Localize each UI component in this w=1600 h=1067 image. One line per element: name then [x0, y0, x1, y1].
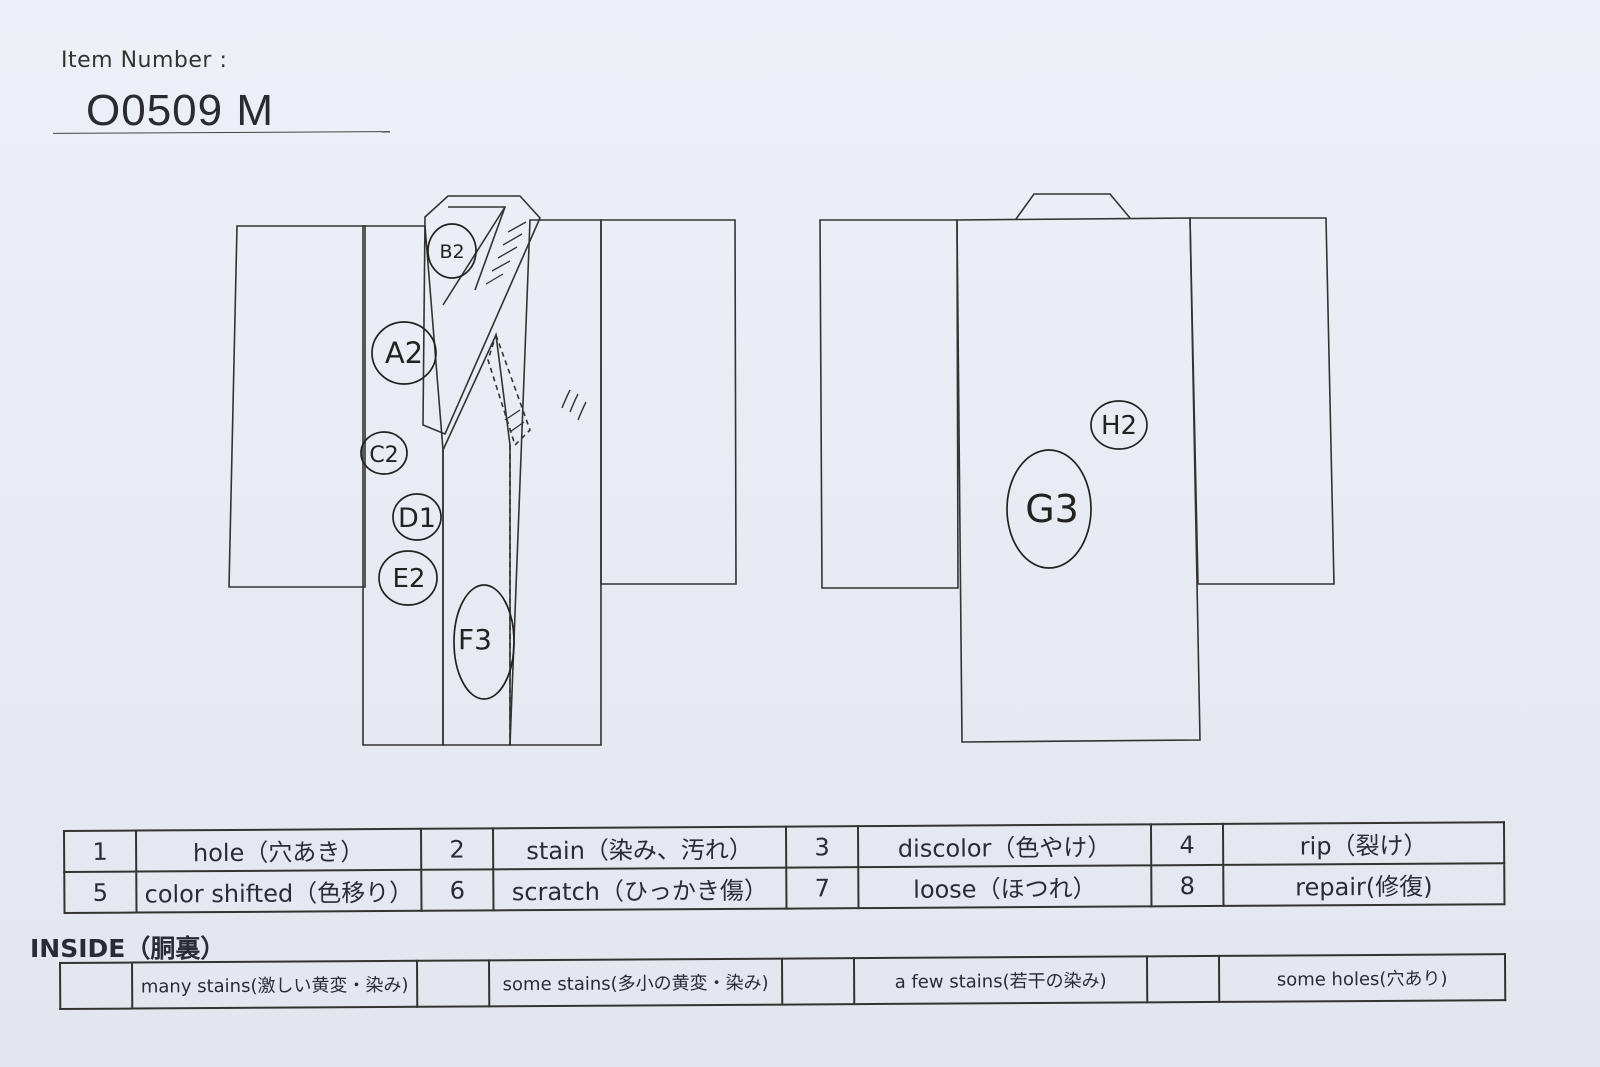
- back-left-sleeve: [819, 219, 959, 589]
- legend-number: 3: [785, 826, 859, 868]
- mark-label-front: B2: [439, 241, 464, 263]
- mark-label-front: E2: [393, 564, 426, 594]
- front-right-sleeve: [600, 219, 737, 585]
- back-view-outline: [819, 193, 1335, 743]
- inside-checkbox-cell: [1146, 955, 1220, 1003]
- mark-circle-h2: [1090, 400, 1148, 450]
- inside-checkbox-cell: [781, 958, 855, 1005]
- legend-label: stain（染み、汚れ）: [492, 826, 787, 870]
- front-left-sleeve: [228, 225, 366, 588]
- mark-circle-d1: [392, 493, 442, 541]
- mark-circle-c2: [360, 431, 408, 475]
- item-number-label: Item Number :: [61, 48, 228, 73]
- legend-number: 7: [786, 867, 859, 909]
- front-view-outline: [228, 195, 737, 746]
- legend-number: 6: [421, 869, 494, 911]
- legend-label: color shifted（色移り）: [136, 869, 422, 913]
- scratch-marks: [561, 389, 587, 421]
- mark-label-front: F3: [458, 623, 492, 656]
- mark-circle-b2: [427, 223, 477, 279]
- front-collar-crossline: [442, 206, 506, 306]
- front-collar-underlap: [487, 332, 531, 447]
- legend-label: loose（ほつれ）: [858, 865, 1152, 909]
- inside-condition-table: many stains(激しい黄変・染み) some stains(多小の黄変・…: [59, 953, 1506, 1010]
- legend-label: repair(修復): [1223, 863, 1505, 906]
- mark-circle-e2: [378, 550, 438, 606]
- legend-number: 8: [1151, 864, 1224, 907]
- back-body: [956, 217, 1201, 743]
- inside-row: many stains(激しい黄変・染み) some stains(多小の黄変・…: [60, 954, 1506, 1009]
- inside-checkbox-cell: [60, 962, 133, 1009]
- legend-number: 4: [1150, 823, 1224, 866]
- legend-label: rip（裂け）: [1222, 822, 1505, 865]
- inside-option-label: some holes(穴あり): [1218, 954, 1506, 1002]
- legend-number: 2: [420, 828, 494, 870]
- legend-label: discolor（色やけ）: [857, 824, 1152, 868]
- mark-label-back: H2: [1101, 411, 1137, 441]
- mark-circle-g3: [1006, 449, 1092, 569]
- collar-hatching: [485, 221, 527, 433]
- defect-circles: [360, 223, 1148, 700]
- mark-label-front: C2: [369, 443, 398, 468]
- mark-label-front: A2: [385, 336, 423, 370]
- front-right-panel: [509, 219, 602, 746]
- legend-number: 5: [64, 871, 137, 913]
- legend-label: scratch（ひっかき傷）: [493, 867, 787, 911]
- front-left-panel: [362, 225, 444, 746]
- inside-option-label: a few stains(若干の染み): [853, 956, 1148, 1005]
- legend-label: hole（穴あき）: [136, 828, 422, 872]
- front-overlap-panel: [442, 332, 511, 746]
- mark-label-front: D1: [398, 503, 436, 534]
- item-number-value: O0509 M: [86, 86, 274, 135]
- inside-checkbox-cell: [416, 960, 490, 1007]
- front-collar-outer: [422, 195, 541, 436]
- inside-option-label: many stains(激しい黄変・染み): [132, 960, 418, 1009]
- inside-title: INSIDE（胴裏）: [30, 934, 226, 963]
- back-collar: [1015, 193, 1131, 220]
- defect-legend-table: 1 hole（穴あき） 2 stain（染み、汚れ） 3 discolor（色や…: [63, 821, 1505, 914]
- inside-option-label: some stains(多小の黄変・染み): [488, 958, 783, 1007]
- mark-label-back: G3: [1025, 487, 1079, 531]
- mark-circle-f3: [453, 584, 515, 700]
- legend-row: 5 color shifted（色移り） 6 scratch（ひっかき傷） 7 …: [64, 863, 1505, 913]
- defect-mark-labels: B2 A2 C2 D1 E2 F3 H2 G3: [369, 241, 1137, 656]
- back-right-sleeve: [1189, 217, 1335, 585]
- legend-number: 1: [64, 830, 137, 872]
- mark-circle-a2: [371, 321, 437, 385]
